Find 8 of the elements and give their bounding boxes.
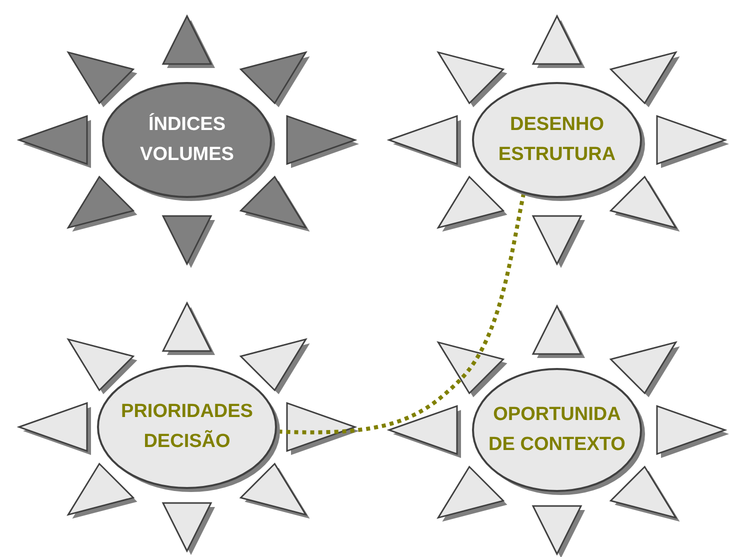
ellipse-node <box>97 365 277 489</box>
node-label: PRIORIDADES DECISÃO <box>120 400 254 454</box>
ellipse-node <box>102 82 272 198</box>
ellipse-node <box>472 368 642 492</box>
node-label: ÍNDICES VOLUMES <box>139 112 235 167</box>
node-label: OPORTUNIDA DE CONTEXTO <box>488 403 626 457</box>
node-label: DESENHO ESTRUTURA <box>497 113 617 167</box>
ellipse-node <box>472 82 642 198</box>
